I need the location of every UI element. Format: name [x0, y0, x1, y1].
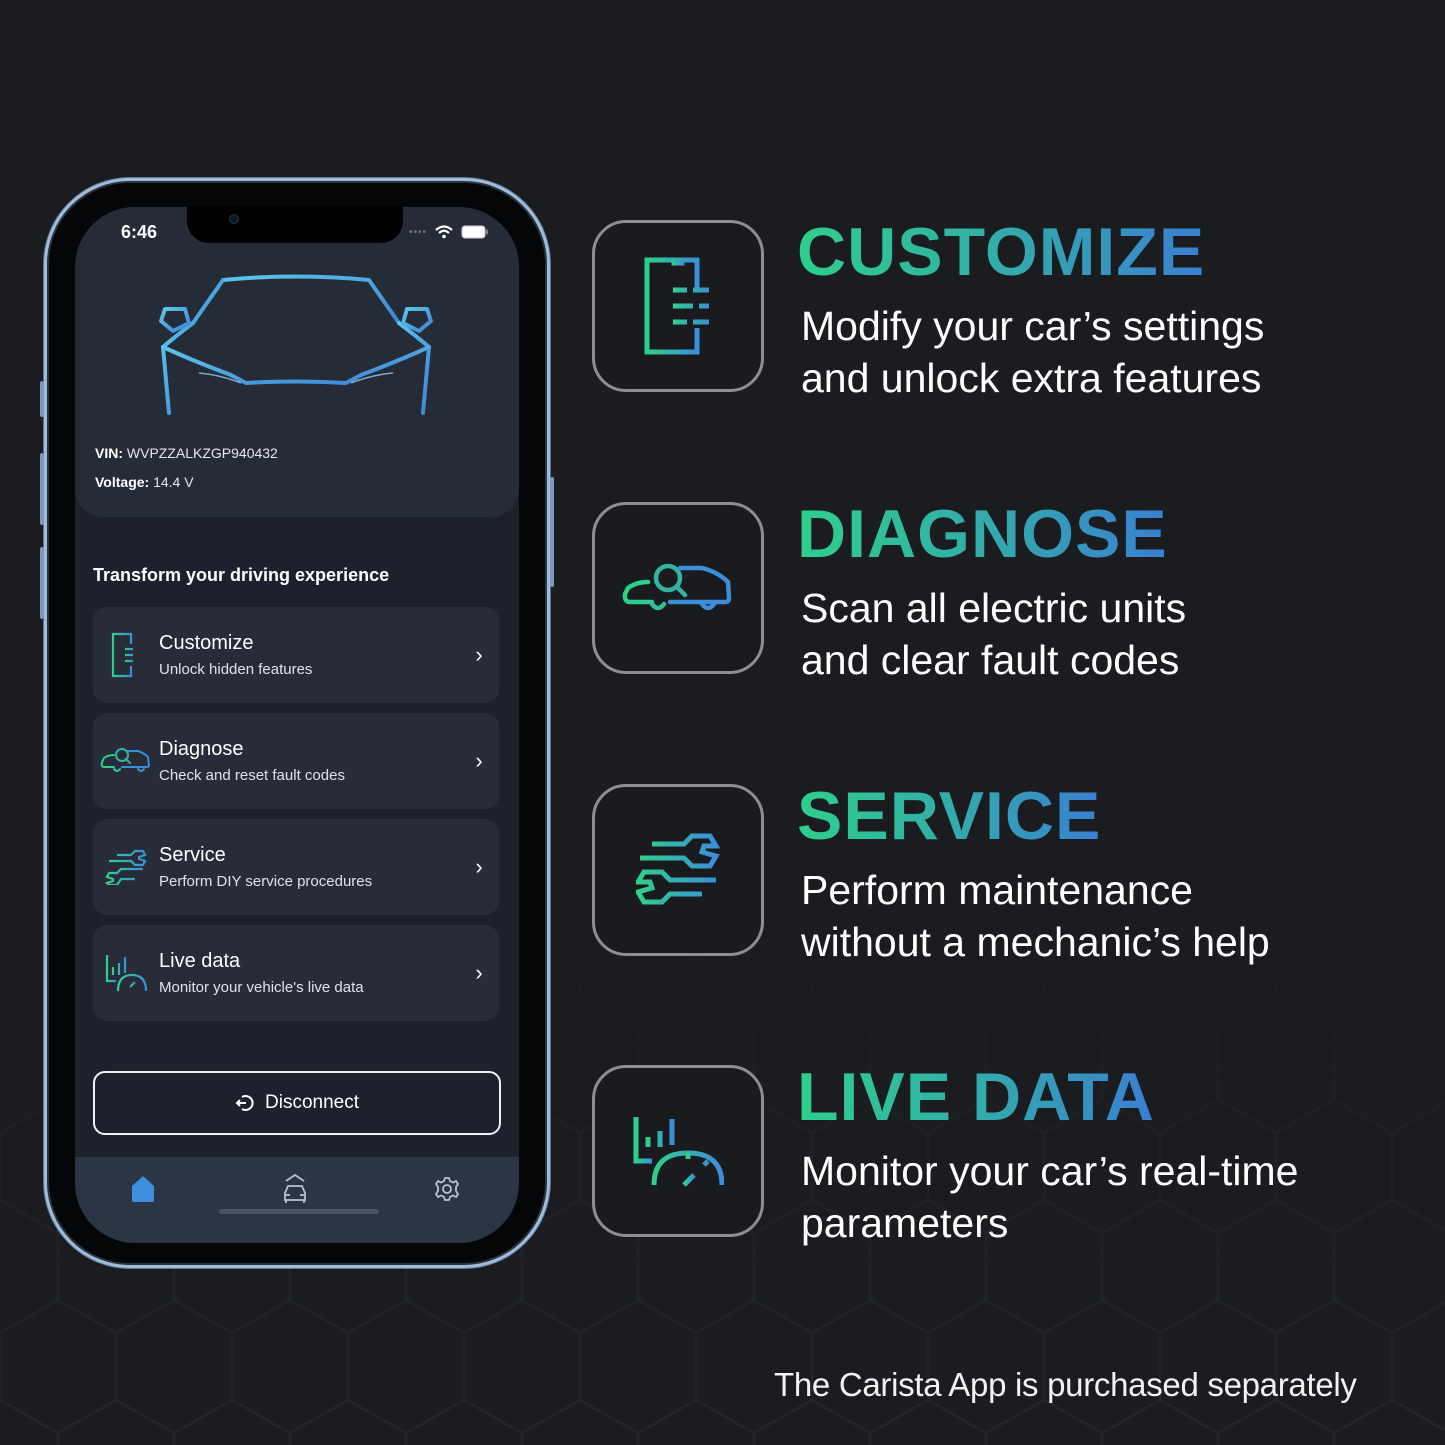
menu-subtitle: Monitor your vehicle's live data	[159, 979, 364, 996]
feature-desc-line: without a mechanic’s help	[801, 919, 1270, 965]
bottom-tab-bar	[75, 1157, 519, 1243]
power-button	[550, 477, 554, 587]
home-indicator	[219, 1209, 379, 1214]
feature-icon-box	[592, 502, 764, 674]
disconnect-icon	[235, 1095, 254, 1111]
chevron-right-icon: ›	[475, 748, 483, 773]
voltage-row: Voltage: 14.4 V	[95, 474, 194, 490]
customize-icon	[93, 607, 159, 703]
menu-item-diagnose[interactable]: Diagnose Check and reset fault codes ›	[93, 713, 499, 809]
diagnose-car-icon	[93, 713, 159, 809]
feature-desc-line: and unlock extra features	[801, 355, 1262, 401]
feature-icon-box	[592, 784, 764, 956]
vin-value: WVPZZALKZGP940432	[126, 445, 278, 461]
gauge-chart-icon	[633, 1117, 724, 1187]
menu-title: Service	[159, 844, 226, 866]
voltage-value: 14.4 V	[153, 474, 194, 490]
signal-icon: ••••	[408, 226, 427, 238]
feature-desc-line: Monitor your car’s real-time	[801, 1148, 1299, 1194]
garage-car-icon	[284, 1173, 306, 1203]
volume-down-button	[40, 547, 44, 619]
car-front-illustration	[159, 274, 433, 415]
gear-icon	[434, 1177, 460, 1201]
vin-label: VIN:	[95, 445, 123, 461]
notch	[187, 207, 403, 243]
feature-diagnose: DIAGNOSE Scan all electric units and cle…	[592, 496, 1392, 683]
feature-title: CUSTOMIZE	[797, 214, 1206, 290]
diagnose-car-icon	[622, 563, 732, 611]
section-title: Transform your driving experience	[93, 565, 390, 585]
front-camera	[229, 214, 239, 224]
footer-note: The Carista App is purchased separately	[774, 1366, 1357, 1403]
chevron-right-icon: ›	[475, 642, 483, 667]
menu-item-live-data[interactable]: Live data Monitor your vehicle's live da…	[93, 925, 499, 1021]
feature-description: Monitor your car’s real-time parameters	[801, 1145, 1298, 1249]
feature-title: DIAGNOSE	[797, 496, 1168, 572]
feature-description: Modify your car’s settings and unlock ex…	[801, 300, 1264, 404]
wifi-icon	[435, 225, 453, 239]
wrench-icon	[636, 833, 720, 905]
feature-desc-line: Scan all electric units	[801, 585, 1187, 631]
feature-description: Scan all electric units and clear fault …	[801, 582, 1186, 686]
disconnect-label: Disconnect	[265, 1092, 359, 1113]
voltage-label: Voltage:	[95, 474, 150, 490]
menu-title: Diagnose	[159, 738, 244, 760]
feature-desc-line: Modify your car’s settings	[801, 303, 1265, 349]
feature-desc-line: Perform maintenance	[801, 867, 1193, 913]
phone-screen: 6:46 ••••	[75, 207, 519, 1243]
feature-icon-box	[592, 1065, 764, 1237]
chevron-right-icon: ›	[475, 854, 483, 879]
feature-icon-box	[592, 220, 764, 392]
phone-mockup: 6:46 ••••	[40, 178, 554, 1268]
feature-service: SERVICE Perform maintenance without a me…	[592, 778, 1392, 965]
feature-desc-line: and clear fault codes	[801, 637, 1180, 683]
menu-subtitle: Check and reset fault codes	[159, 767, 345, 784]
disconnect-button[interactable]: Disconnect	[93, 1071, 501, 1135]
status-time: 6:46	[121, 222, 158, 242]
menu-title: Live data	[159, 950, 241, 972]
tab-settings[interactable]	[427, 1169, 467, 1209]
status-icons: ••••	[409, 225, 489, 239]
tab-home[interactable]	[123, 1169, 163, 1209]
home-icon	[132, 1176, 154, 1202]
tab-garage[interactable]	[275, 1169, 315, 1209]
menu-title: Customize	[159, 632, 254, 654]
vin-row: VIN: WVPZZALKZGP940432	[95, 445, 278, 461]
menu-item-service[interactable]: Service Perform DIY service procedures ›	[93, 819, 499, 915]
feature-description: Perform maintenance without a mechanic’s…	[801, 864, 1270, 968]
menu-subtitle: Unlock hidden features	[159, 661, 313, 678]
gauge-chart-icon	[93, 925, 159, 1021]
wrench-icon	[93, 819, 159, 915]
menu-subtitle: Perform DIY service procedures	[159, 873, 373, 890]
menu-item-customize[interactable]: Customize Unlock hidden features ›	[93, 607, 499, 703]
mute-switch	[40, 381, 44, 417]
volume-up-button	[40, 453, 44, 525]
feature-title: LIVE DATA	[797, 1059, 1155, 1135]
feature-customize: CUSTOMIZE Modify your car’s settings and…	[592, 214, 1392, 401]
feature-desc-line: parameters	[801, 1200, 1009, 1246]
customize-icon	[644, 257, 709, 355]
battery-icon	[461, 225, 488, 239]
chevron-right-icon: ›	[475, 960, 483, 985]
vehicle-header-card: 6:46 ••••	[75, 207, 519, 517]
feature-title: SERVICE	[797, 778, 1102, 854]
feature-live-data: LIVE DATA Monitor your car’s real-time p…	[592, 1059, 1392, 1246]
